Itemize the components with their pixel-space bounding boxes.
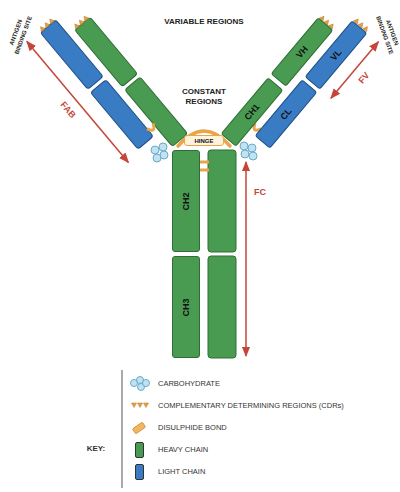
carbohydrate-cluster <box>151 143 168 162</box>
carbohydrate-unit <box>248 144 256 152</box>
carbohydrate-unit <box>241 150 249 158</box>
fragment-label: FAB <box>52 91 86 128</box>
dimension-arrow <box>27 41 129 162</box>
legend-text: HEAVY CHAIN <box>158 446 208 454</box>
disulphide-bond <box>147 123 154 130</box>
right-stem <box>208 150 236 358</box>
domain-label: CL <box>279 107 294 122</box>
disulphide-bond <box>199 169 209 172</box>
legend-cdr-sample <box>132 403 149 408</box>
legend-swatch <box>135 464 144 480</box>
dimension-arrow <box>245 162 247 356</box>
light-chain-domain <box>90 80 153 150</box>
fragment-label: FV <box>347 59 381 96</box>
legend-text: CARBOHYDRATE <box>158 380 220 388</box>
carbohydrate-cluster <box>240 142 257 160</box>
light-chain-domain <box>40 20 103 90</box>
disulphide-bond <box>199 161 209 164</box>
cdr-marks <box>39 17 55 31</box>
heavy-chain-domain: CH3 <box>172 256 200 358</box>
fragment-label: FC <box>245 187 275 198</box>
carbohydrate-unit <box>153 154 161 162</box>
domain-label: VH <box>294 44 309 59</box>
legend-text: DISULPHIDE BOND <box>158 424 227 432</box>
carbohydrate-unit <box>249 152 257 160</box>
heavy-chain-domain <box>208 256 236 358</box>
hinge-box: HINGE <box>184 135 224 146</box>
region-label: VARIABLE REGIONS <box>144 17 264 27</box>
site-label: ANTIGEN BINDING SITE <box>372 8 400 60</box>
legend-carbohydrate-sample <box>131 377 150 391</box>
heavy-chain-domain: CH2 <box>172 150 200 252</box>
heavy-chain-domain <box>208 150 236 252</box>
key-divider <box>122 370 123 488</box>
site-label: ANTIGEN BINDING SITE <box>4 8 35 60</box>
domain-label: CH2 <box>181 192 190 210</box>
cdr-marks <box>73 15 89 29</box>
key-heading: KEY: <box>76 444 116 454</box>
carbohydrate-unit <box>151 146 159 154</box>
legend-swatch <box>135 442 144 458</box>
legend-text: COMPLEMENTARY DETERMINING REGIONS (CDRs) <box>158 402 344 410</box>
legend-text: LIGHT CHAIN <box>158 468 205 476</box>
legend-disulphide-sample <box>132 422 145 434</box>
carbohydrate-unit <box>240 142 248 150</box>
domain-label: HINGE <box>194 138 213 144</box>
domain-label: CH1 <box>243 102 261 122</box>
carbohydrate-unit <box>159 143 167 151</box>
region-label: CONSTANT REGIONS <box>174 87 234 106</box>
domain-label: VL <box>329 47 343 62</box>
domain-label: CH3 <box>181 298 190 316</box>
